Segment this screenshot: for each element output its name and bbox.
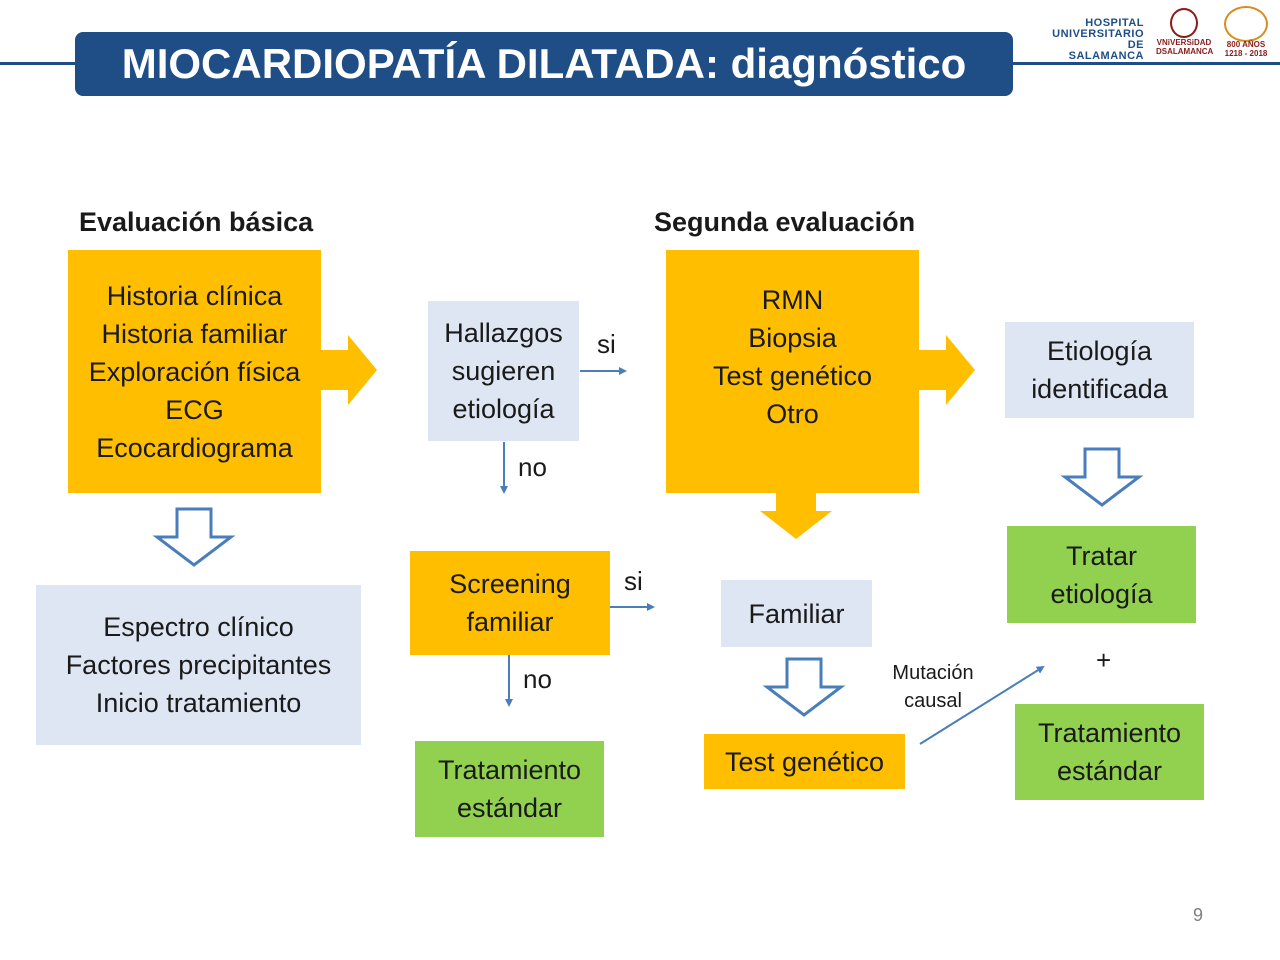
standard-treatment-line: Tratamiento [437,755,582,785]
familial-line: Familiar [748,598,845,629]
standard-treatment-box-2: Tratamiento estándar [1015,704,1204,800]
anniversary-logo-line: 1218 - 2018 [1224,49,1268,58]
etiology-identified-line: Etiología [1046,336,1153,366]
clinical-spectrum-line: Espectro clínico [103,612,294,642]
etiology-identified-line: identificada [1031,374,1168,404]
family-screening-box: Screening familiar [410,551,610,655]
slide-title-text: MIOCARDIOPATÍA DILATADA: diagnóstico [121,40,967,87]
standard-treatment-2-line: estándar [1056,756,1163,786]
label-no-2: no [523,664,552,694]
etiology-identified-box: Etiología identificada [1005,322,1194,418]
page-number: 9 [1192,905,1203,925]
basic-evaluation-item: Historia familiar [101,318,288,349]
second-evaluation-box: RMN Biopsia Test genético Otro [666,250,919,493]
family-screening-line: Screening [449,569,571,599]
familial-box: Familiar [721,580,872,647]
label-causal-mutation: Mutación causal [876,659,990,715]
anniversary-logo-line: 800 AÑOS [1226,40,1266,49]
orange-arrow-right-2 [919,335,975,405]
clinical-spectrum-line: Factores precipitantes [65,650,332,680]
label-si-2: si [624,566,643,596]
causal-mutation-line: Mutación [892,662,974,684]
hollow-arrow-down-2 [1060,447,1144,507]
findings-line: etiología [452,394,555,424]
basic-evaluation-item: Exploración física [88,356,301,387]
findings-line: sugieren [451,356,556,386]
hospital-logo-line: HOSPITAL [1085,17,1144,29]
label-plus: + [1096,645,1112,675]
university-logo: VNiVERSiDAD DSALAMANCA [1156,38,1214,56]
treat-etiology-line: etiología [1050,578,1153,609]
basic-evaluation-box: Historia clínica Historia familiar Explo… [68,250,321,493]
treat-etiology-line: Tratar [1065,540,1137,571]
heading-second-evaluation: Segunda evaluación [654,207,916,237]
slide-title: MIOCARDIOPATÍA DILATADA: diagnóstico [75,32,1013,96]
treat-etiology-box: Tratar etiología [1007,526,1196,623]
basic-evaluation-item: Historia clínica [106,280,283,311]
genetic-test-box: Test genético [704,734,905,789]
findings-box: Hallazgos sugieren etiología [428,301,579,441]
family-screening-line: familiar [466,607,554,637]
causal-mutation-line: causal [904,690,962,712]
label-si-1: si [597,329,616,359]
university-seal-icon [1170,8,1198,38]
basic-evaluation-item: ECG [165,394,224,425]
second-evaluation-item: Otro [766,398,819,429]
mutation-arrow [919,665,1045,745]
second-evaluation-item: Biopsia [748,322,837,353]
anniversary-logo-icon [1224,6,1268,42]
genetic-test-line: Test genético [724,746,885,777]
orange-arrow-right-1 [321,335,377,405]
hospital-logo-line: DE SALAMANCA [1068,39,1144,62]
second-evaluation-item: RMN [761,284,824,315]
standard-treatment-box: Tratamiento estándar [415,741,604,837]
standard-treatment-2-line: Tratamiento [1037,718,1182,748]
second-evaluation-item: Test genético [712,360,873,391]
basic-evaluation-item: Ecocardiograma [96,432,293,463]
university-logo-line: DSALAMANCA [1156,47,1214,56]
hospital-logo: HOSPITAL UNIVERSITARIO DE SALAMANCA [1052,18,1144,62]
header-rule-left [0,62,80,65]
hollow-arrow-down-1 [152,507,236,567]
standard-treatment-line: estándar [456,793,563,823]
clinical-spectrum-box: Espectro clínico Factores precipitantes … [36,585,361,745]
heading-basic-evaluation: Evaluación básica [79,207,314,237]
findings-line: Hallazgos [444,318,563,348]
hollow-arrow-down-3 [762,657,846,717]
hospital-logo-line: UNIVERSITARIO [1052,28,1144,40]
clinical-spectrum-line: Inicio tratamiento [95,688,302,718]
header-rule-right [1010,62,1280,65]
label-no-1: no [518,452,547,482]
university-logo-line: VNiVERSiDAD [1156,38,1212,47]
orange-arrow-down [760,493,832,539]
anniversary-logo: 800 AÑOS 1218 - 2018 [1220,40,1272,58]
